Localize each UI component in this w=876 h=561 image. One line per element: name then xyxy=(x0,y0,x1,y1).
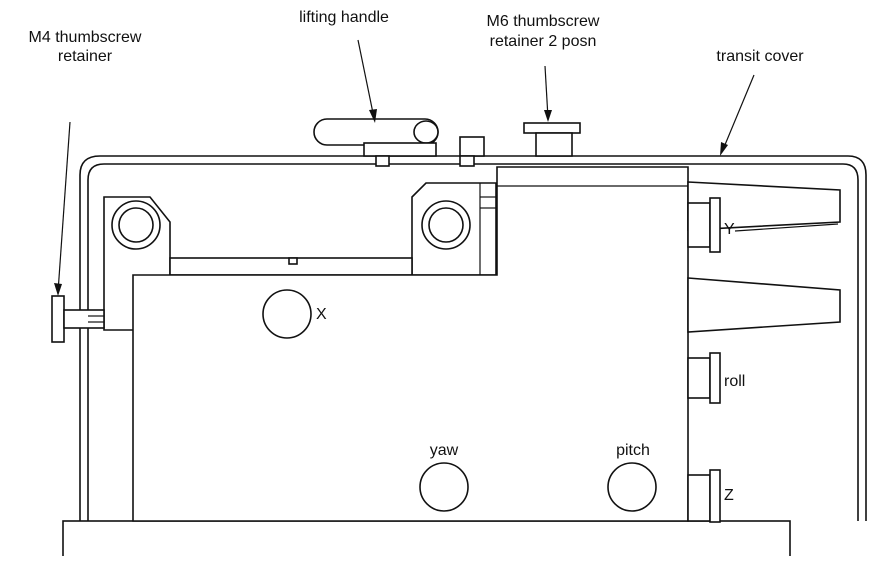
leader-m4 xyxy=(54,121,71,296)
lower-tube xyxy=(687,277,841,333)
m6-label-line1: M6 thumbscrew xyxy=(487,13,600,30)
leader-m6 xyxy=(544,65,552,122)
leader-y xyxy=(734,223,839,232)
lifting-handle-label: lifting handle xyxy=(299,9,389,26)
pitch-adjust-hole xyxy=(607,462,657,512)
main-body xyxy=(132,166,689,522)
m4-label-line2: retainer xyxy=(58,48,113,65)
roll-adjuster xyxy=(687,352,721,404)
transit-cover-label: transit cover xyxy=(716,48,804,65)
z-adjuster xyxy=(687,469,721,523)
x-label: X xyxy=(316,306,327,323)
leader-lifting-handle xyxy=(357,39,377,123)
yaw-adjust-hole xyxy=(419,462,469,512)
right-bearing xyxy=(421,200,471,250)
base-plate xyxy=(62,520,791,561)
y-adjuster xyxy=(687,197,721,253)
m4-thumbscrew xyxy=(51,295,105,343)
left-bearing xyxy=(111,200,161,250)
pitch-label: pitch xyxy=(616,442,650,459)
x-adjust-hole xyxy=(262,289,312,339)
m6-label-line2: retainer 2 posn xyxy=(490,33,597,50)
y-label: Y xyxy=(724,221,735,238)
m4-label-line1: M4 thumbscrew xyxy=(29,29,142,46)
m6-thumbscrew xyxy=(523,122,581,157)
lifting-handle xyxy=(313,118,485,167)
z-label: Z xyxy=(724,487,734,504)
leader-transit-cover xyxy=(720,74,755,156)
roll-label: roll xyxy=(724,373,745,390)
yaw-label: yaw xyxy=(430,442,459,459)
